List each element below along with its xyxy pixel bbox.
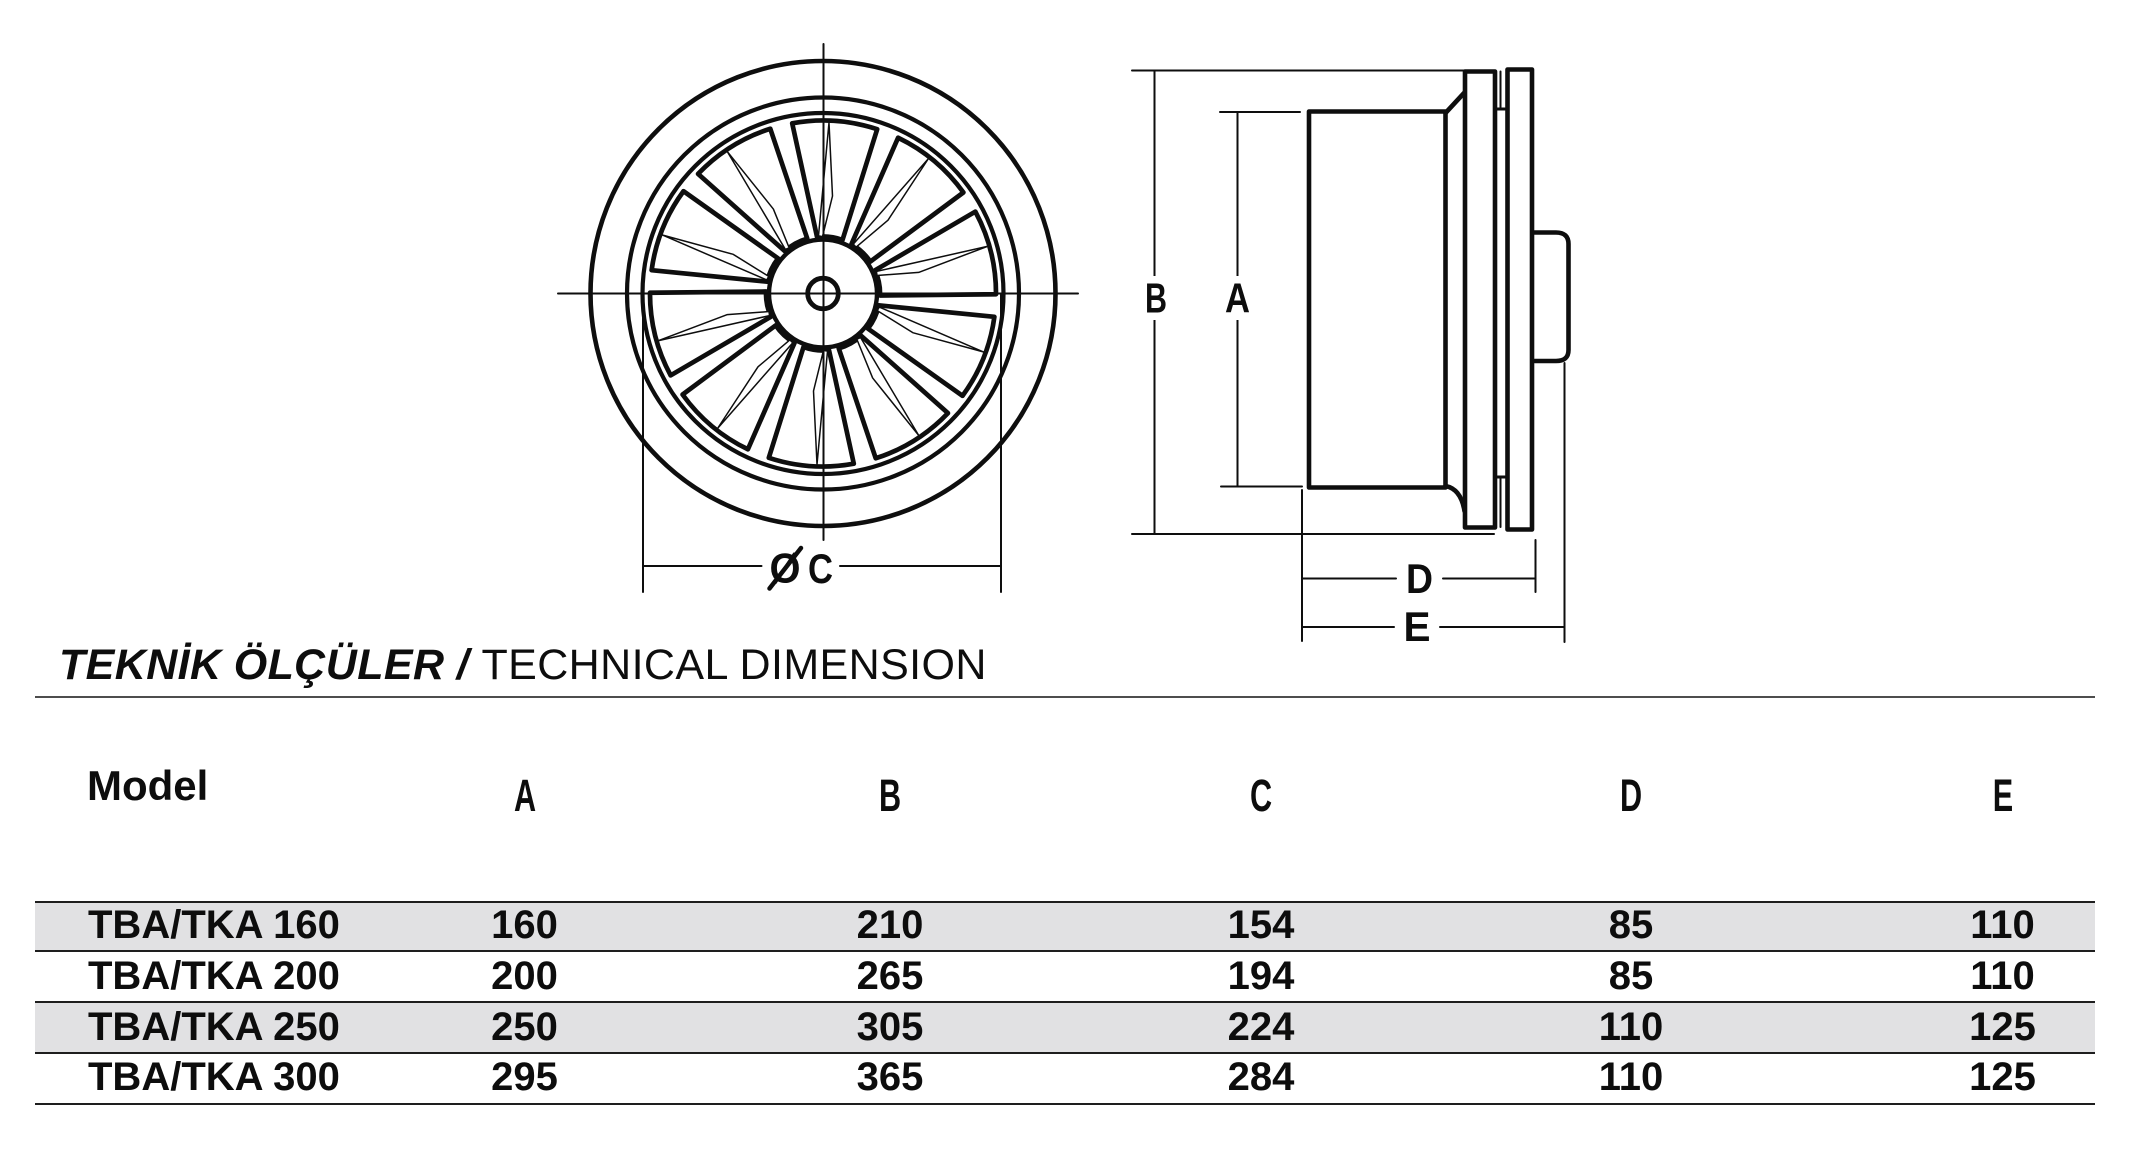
svg-text:A: A	[1225, 275, 1250, 322]
svg-text:D: D	[1406, 555, 1433, 602]
svg-text:B: B	[1145, 275, 1167, 322]
svg-text:C: C	[808, 545, 833, 592]
svg-text:E: E	[1404, 603, 1431, 650]
